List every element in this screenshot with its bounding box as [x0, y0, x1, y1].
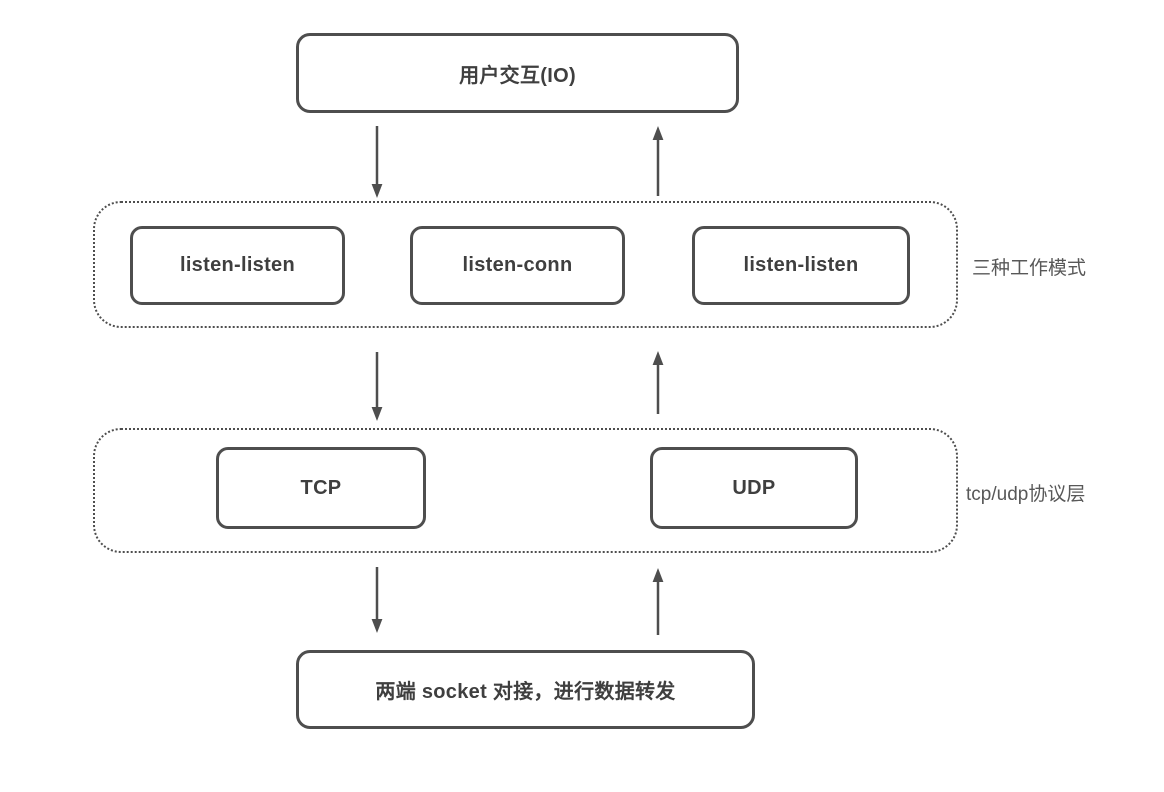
tcp-box: TCP	[216, 447, 426, 529]
mode-box-listen-listen-left: listen-listen	[130, 226, 345, 305]
protocol-group	[93, 428, 958, 553]
mode-box-label: listen-conn	[462, 254, 573, 276]
arrow-down-modes-to-protocol	[371, 352, 383, 421]
arrow-down-protocol-to-socket	[371, 567, 383, 633]
udp-box: UDP	[650, 447, 858, 529]
mode-box-label: listen-listen	[743, 254, 859, 276]
mode-box-label: listen-listen	[179, 254, 296, 276]
socket-forward-box: 两端 socket 对接，进行数据转发	[296, 650, 755, 729]
user-io-label: 用户交互(IO)	[459, 64, 576, 87]
modes-group	[93, 201, 958, 328]
modes-side-label: 三种工作模式	[972, 258, 1087, 279]
tcp-box-label: TCP	[300, 476, 342, 499]
mode-box-listen-conn: listen-conn	[410, 226, 625, 305]
socket-forward-label: 两端 socket 对接，进行数据转发	[375, 681, 676, 703]
arrow-down-io-to-modes	[371, 126, 383, 198]
arrow-up-modes-to-io	[652, 126, 664, 196]
arrow-up-socket-to-protocol	[652, 568, 664, 635]
arrow-up-protocol-to-modes	[652, 351, 664, 414]
protocol-side-label: tcp/udp协议层	[966, 484, 1086, 505]
mode-box-listen-listen-right: listen-listen	[692, 226, 910, 305]
user-io-box: 用户交互(IO)	[296, 33, 739, 113]
udp-box-label: UDP	[732, 476, 776, 499]
